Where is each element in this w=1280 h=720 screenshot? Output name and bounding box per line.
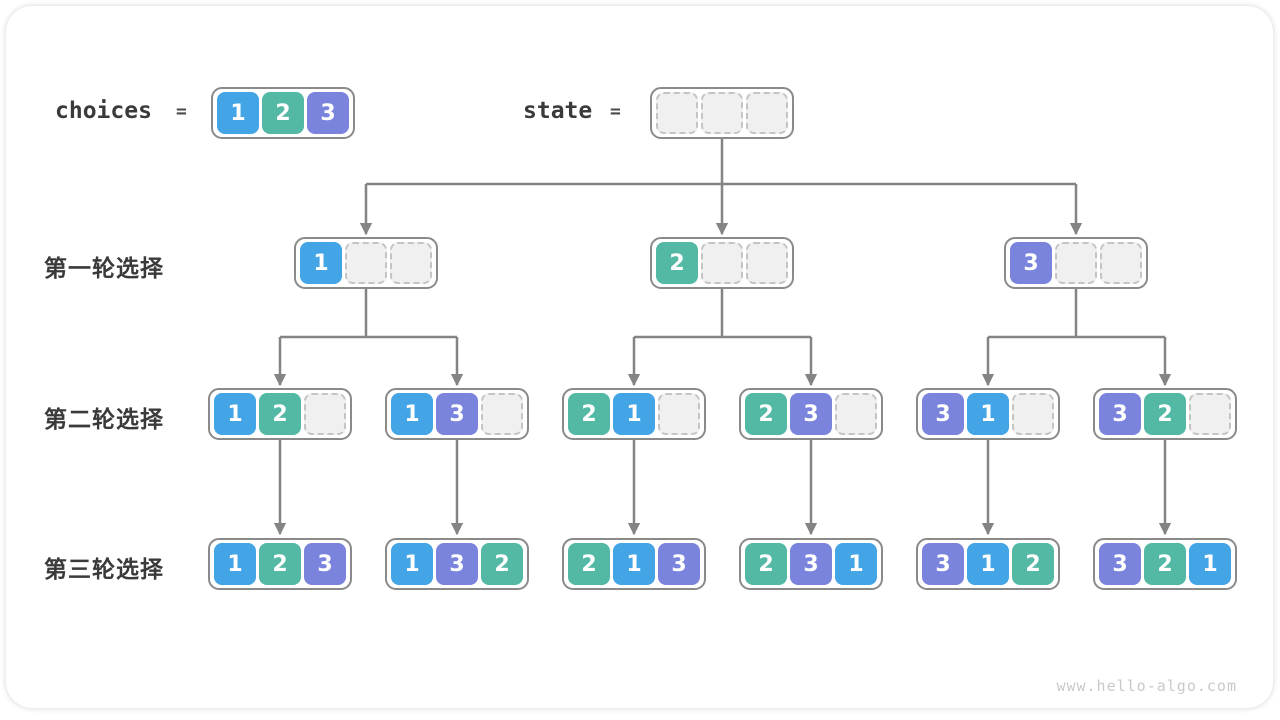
state-array xyxy=(650,87,794,139)
round-2-label: 第二轮选择 xyxy=(44,406,164,432)
value-cell: 1 xyxy=(613,393,655,435)
empty-cell xyxy=(345,242,387,284)
value-cell: 3 xyxy=(922,543,964,585)
value-cell: 3 xyxy=(658,543,700,585)
value-cell: 1 xyxy=(391,543,433,585)
value-cell: 2 xyxy=(481,543,523,585)
watermark: www.hello-algo.com xyxy=(1056,677,1237,695)
value-cell: 1 xyxy=(1189,543,1231,585)
value-cell: 3 xyxy=(1010,242,1052,284)
value-cell: 2 xyxy=(568,393,610,435)
value-cell: 2 xyxy=(262,92,304,134)
empty-cell xyxy=(1012,393,1054,435)
empty-cell xyxy=(835,393,877,435)
state-node: 2 xyxy=(650,237,794,289)
empty-cell xyxy=(746,92,788,134)
value-cell: 3 xyxy=(436,543,478,585)
value-cell: 2 xyxy=(1144,393,1186,435)
value-cell: 2 xyxy=(1012,543,1054,585)
value-cell: 1 xyxy=(391,393,433,435)
empty-cell xyxy=(390,242,432,284)
value-cell: 1 xyxy=(217,92,259,134)
diagram-card xyxy=(6,6,1273,708)
value-cell: 2 xyxy=(259,543,301,585)
round-3-label: 第三轮选择 xyxy=(44,556,164,582)
value-cell: 3 xyxy=(1099,543,1141,585)
value-cell: 2 xyxy=(1144,543,1186,585)
value-cell: 3 xyxy=(304,543,346,585)
value-cell: 1 xyxy=(835,543,877,585)
value-cell: 3 xyxy=(436,393,478,435)
value-cell: 1 xyxy=(967,393,1009,435)
empty-cell xyxy=(1100,242,1142,284)
state-node: 3 xyxy=(1004,237,1148,289)
value-cell: 2 xyxy=(259,393,301,435)
value-cell: 1 xyxy=(613,543,655,585)
empty-cell xyxy=(1055,242,1097,284)
state-label: state xyxy=(523,98,593,124)
empty-cell xyxy=(746,242,788,284)
value-cell: 3 xyxy=(922,393,964,435)
state-equals-sign: = xyxy=(610,101,621,122)
value-cell: 2 xyxy=(656,242,698,284)
choices-label: choices xyxy=(55,98,152,124)
empty-cell xyxy=(701,242,743,284)
empty-cell xyxy=(658,393,700,435)
value-cell: 1 xyxy=(214,543,256,585)
value-cell: 3 xyxy=(307,92,349,134)
value-cell: 2 xyxy=(568,543,610,585)
empty-cell xyxy=(1189,393,1231,435)
value-cell: 1 xyxy=(300,242,342,284)
value-cell: 2 xyxy=(745,543,787,585)
round-1-label: 第一轮选择 xyxy=(44,255,164,281)
value-cell: 2 xyxy=(745,393,787,435)
value-cell: 3 xyxy=(1099,393,1141,435)
value-cell: 1 xyxy=(967,543,1009,585)
empty-cell xyxy=(656,92,698,134)
value-cell: 3 xyxy=(790,393,832,435)
state-node: 1 xyxy=(294,237,438,289)
empty-cell xyxy=(304,393,346,435)
empty-cell xyxy=(701,92,743,134)
value-cell: 3 xyxy=(790,543,832,585)
empty-cell xyxy=(481,393,523,435)
choices-equals-sign: = xyxy=(176,101,187,122)
value-cell: 1 xyxy=(214,393,256,435)
